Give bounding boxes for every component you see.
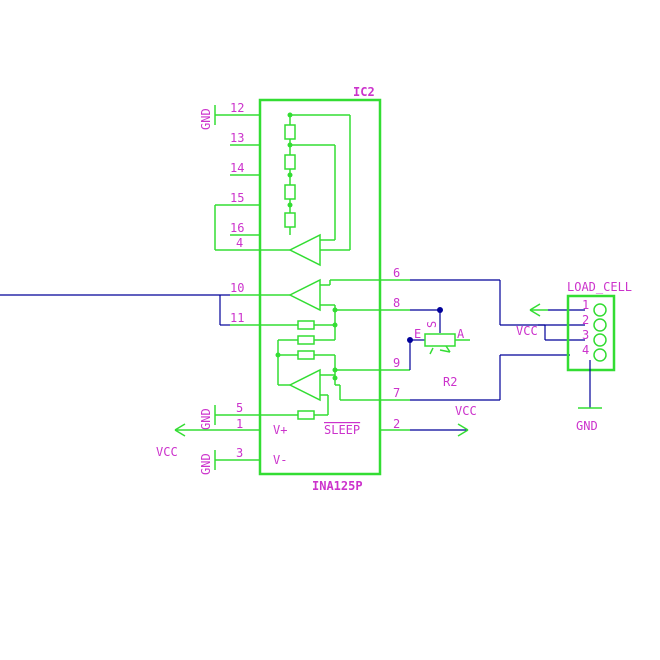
pin-9-label: 9 — [393, 356, 400, 370]
connector-pin-1: 1 — [582, 298, 589, 312]
pin-14-label: 14 — [230, 161, 244, 175]
pin-1-label: 1 — [236, 417, 243, 431]
connector-gnd-symbol — [578, 360, 602, 409]
pin-2-label: 2 — [393, 417, 400, 431]
connector-name: LOAD_CELL — [567, 280, 632, 294]
pin-8-label: 8 — [393, 296, 400, 310]
pin-6-label: 6 — [393, 266, 400, 280]
pin-4-label: 4 — [236, 236, 243, 250]
trimmer-ref: R2 — [443, 375, 457, 389]
gnd-label-3: GND — [199, 453, 213, 475]
ic-ref: IC2 — [353, 85, 375, 99]
gnd-label-1: GND — [199, 108, 213, 130]
resistor-ladder — [284, 112, 351, 251]
trimmer-pin-e: E — [414, 327, 421, 341]
vcc-left-arrow — [174, 423, 230, 437]
gnd-connector-label: GND — [576, 419, 598, 433]
pin-3-label: 3 — [236, 446, 243, 460]
vcc-connector-label: VCC — [516, 324, 538, 338]
pin4-loop — [214, 204, 230, 251]
pin-15-label: 15 — [230, 191, 244, 205]
ic-part: INA125P — [312, 479, 363, 493]
pin-16-label: 16 — [230, 221, 244, 235]
left-pin-lines — [215, 114, 260, 461]
connector-pins — [593, 303, 607, 362]
vcc-left-label: VCC — [156, 445, 178, 459]
pin-7-label: 7 — [393, 386, 400, 400]
pin5-resistor — [297, 410, 315, 420]
gnd-label-2: GND — [199, 408, 213, 430]
trimmer-r2 — [407, 307, 470, 370]
pin-10-label: 10 — [230, 281, 244, 295]
pin-13-label: 13 — [230, 131, 244, 145]
connector-pin-3: 3 — [582, 328, 589, 342]
vplus-label: V+ — [273, 423, 287, 437]
trimmer-pin-a: A — [457, 327, 465, 341]
ic-body — [258, 98, 382, 476]
opamp-out — [288, 368, 321, 402]
pin2-arrow — [410, 423, 469, 437]
opamp-in1 — [288, 278, 321, 312]
connector-wires — [410, 279, 585, 401]
pin-5-label: 5 — [236, 401, 243, 415]
pin-11-label: 11 — [230, 311, 244, 325]
input-wire — [0, 294, 230, 326]
sleep-label: SLEEP — [324, 423, 360, 437]
connector-pin-2: 2 — [582, 313, 589, 327]
connector-pin1-arrow — [529, 303, 548, 317]
pin-12-label: 12 — [230, 101, 244, 115]
right-pin-lines — [380, 279, 410, 431]
opamp-ref — [288, 233, 321, 267]
connector-pin-4: 4 — [582, 343, 589, 357]
vcc-right-label: VCC — [455, 404, 477, 418]
load-cell-connector — [566, 294, 616, 372]
vminus-label: V- — [273, 453, 287, 467]
trimmer-pin-s: S — [425, 321, 439, 328]
